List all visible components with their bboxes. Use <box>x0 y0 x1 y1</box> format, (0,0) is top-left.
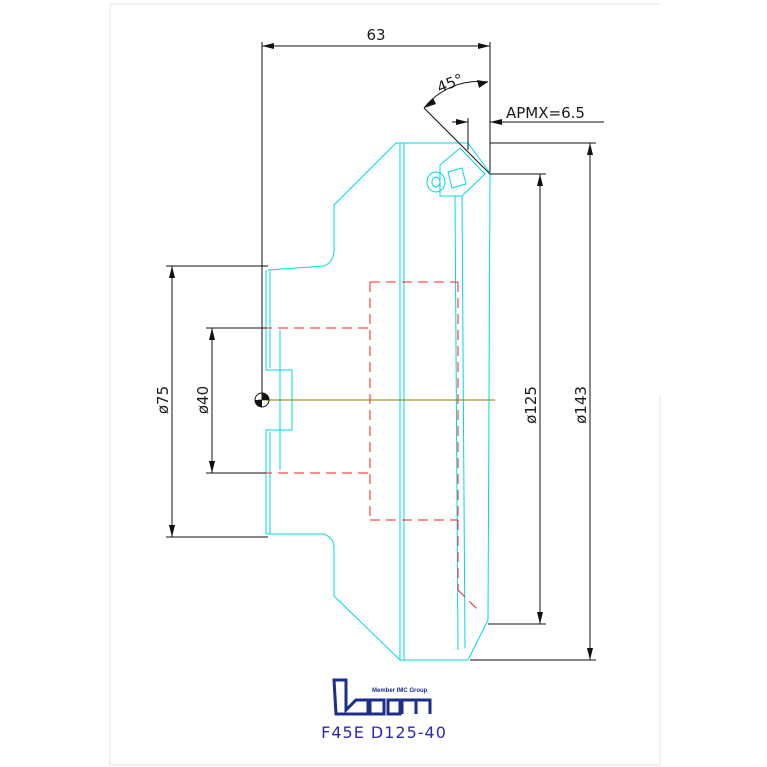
logo-tagline: Member IMC Group <box>372 688 428 694</box>
tool-caption: F45E D125-40 <box>321 723 447 742</box>
insert-pocket <box>426 147 486 197</box>
dim-angle-45: 45° <box>434 70 465 97</box>
iscar-logo-mark <box>332 678 432 716</box>
dimension-lines <box>166 42 604 661</box>
dim-apmx: APMX=6.5 <box>506 104 585 122</box>
dim-length-63: 63 <box>366 26 385 44</box>
dim-diameter-125: ø125 <box>522 386 540 424</box>
dim-diameter-75: ø75 <box>154 386 172 414</box>
cutter-body-outline <box>265 142 491 661</box>
dim-diameter-40: ø40 <box>194 386 212 414</box>
dim-diameter-143: ø143 <box>572 386 590 424</box>
sheet-frame <box>109 3 661 766</box>
iscar-logo: Member IMC Group <box>332 678 432 716</box>
hidden-lines <box>262 281 479 611</box>
arrowheads <box>169 43 593 660</box>
